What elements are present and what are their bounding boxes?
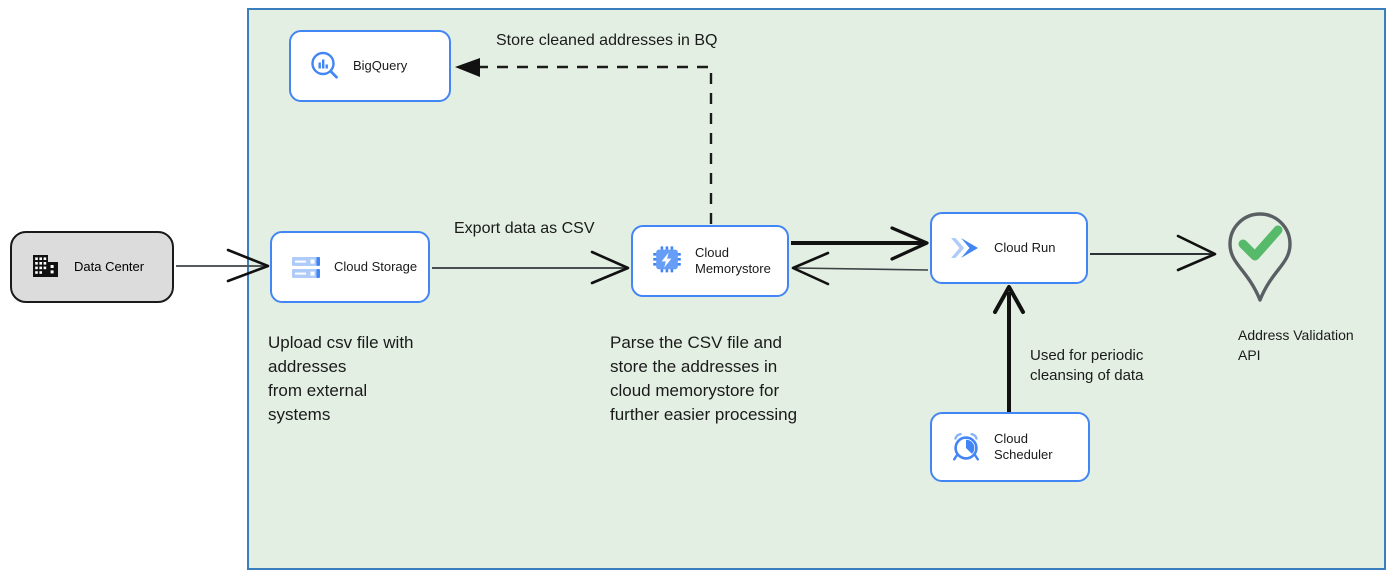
edge-label-export-csv: Export data as CSV [454,220,595,237]
bigquery-icon [303,44,347,88]
node-cloud-scheduler[interactable]: Cloud Scheduler [930,412,1090,482]
note-upload-csv: Upload csv file with addresses from exte… [268,333,414,425]
node-data-center[interactable]: Data Center [10,231,174,303]
node-label-data-center: Data Center [74,258,145,274]
cloudrun-icon [944,226,988,270]
node-cloud-memorystore[interactable]: Cloud Memorystore [631,225,789,297]
scheduler-icon [944,425,988,469]
datacenter-icon [24,245,68,289]
node-bigquery[interactable]: BigQuery [289,30,451,102]
node-cloud-storage[interactable]: Cloud Storage [270,231,430,303]
map-pin-check-icon [1228,212,1292,302]
node-address-validation-api[interactable] [1222,208,1298,304]
node-label-cloud-run: Cloud Run [994,239,1056,255]
label-address-validation-api: Address Validation API [1238,327,1354,364]
memorystore-icon [645,239,689,283]
storage-icon [284,245,328,289]
node-cloud-run[interactable]: Cloud Run [930,212,1088,284]
node-label-bigquery: BigQuery [353,57,408,73]
node-label-cloud-memorystore: Cloud Memorystore [695,244,771,276]
node-label-cloud-scheduler: Cloud Scheduler [994,430,1053,462]
node-label-cloud-storage: Cloud Storage [334,258,418,274]
note-parse-csv: Parse the CSV file and store the address… [610,333,798,425]
edge-label-periodic-cleansing: Used for periodic cleansing of data [1030,347,1144,384]
edge-label-store-in-bq: Store cleaned addresses in BQ [496,32,718,49]
